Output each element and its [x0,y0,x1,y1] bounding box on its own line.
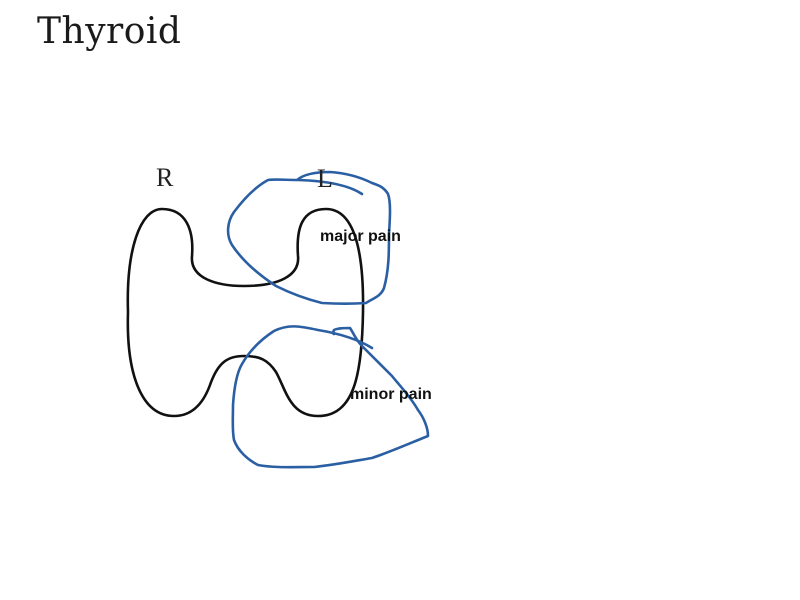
major-pain-outline [226,170,392,306]
left-lobe-label: L [317,164,333,193]
minor-pain-outline [231,325,430,469]
major-pain-annotation: major pain [320,228,401,245]
slide-title: Thyroid [37,11,182,52]
minor-pain-annotation: minor pain [350,386,432,403]
right-lobe-label: R [156,163,174,192]
